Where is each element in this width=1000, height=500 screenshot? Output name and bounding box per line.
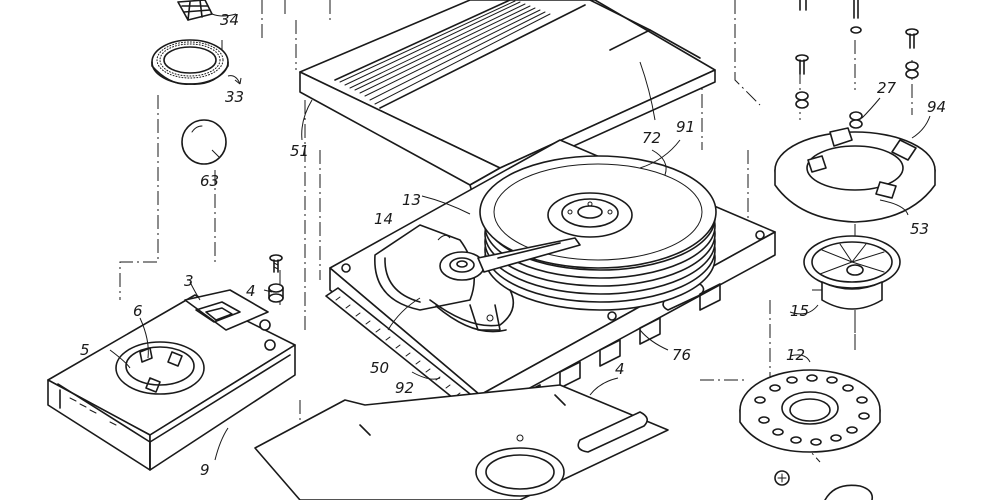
part-9-housing	[47, 289, 296, 471]
ref-4-bottom: 4	[615, 360, 625, 378]
screws-top-right	[795, 0, 919, 129]
part-4-screw-left	[268, 254, 284, 303]
ref-9: 9	[200, 461, 210, 479]
bottom-right-parts	[774, 470, 874, 500]
part-4-bottom-plate	[254, 377, 669, 500]
part-15-motor-cup	[789, 235, 901, 315]
ref-91: 91	[676, 118, 695, 136]
ref-50: 50	[370, 359, 389, 377]
ref-27: 27	[877, 79, 897, 97]
part-91-platter-stack	[479, 149, 717, 311]
ref-5: 5	[80, 341, 90, 359]
ref-63: 63	[200, 172, 219, 190]
part-12-perforated-disc	[739, 354, 881, 453]
ref-92: 92	[395, 379, 414, 397]
part-63-sphere	[181, 119, 227, 165]
ref-15: 15	[790, 302, 809, 320]
ref-12: 12	[786, 346, 805, 364]
ref-3: 3	[184, 272, 194, 290]
leader-lines	[109, 97, 931, 461]
ref-72: 72	[642, 129, 661, 147]
ref-33: 33	[225, 88, 244, 106]
part-34-bracket	[177, 0, 237, 21]
reference-numerals: 34 33 63 3 6 5 4 9 51 72 91 13 14 50 92 …	[80, 11, 946, 479]
ref-14: 14	[374, 210, 393, 228]
ref-94: 94	[927, 98, 946, 116]
part-14-actuator-arm	[374, 224, 581, 333]
ref-34: 34	[220, 11, 239, 29]
ref-6: 6	[133, 302, 143, 320]
ref-51: 51	[290, 142, 309, 160]
ref-76: 76	[672, 346, 691, 364]
part-33-ring	[151, 39, 242, 85]
part-94-spindle-cap	[774, 127, 936, 223]
ref-53: 53	[910, 220, 929, 238]
ref-13: 13	[402, 191, 421, 209]
ref-4-left: 4	[246, 282, 256, 300]
